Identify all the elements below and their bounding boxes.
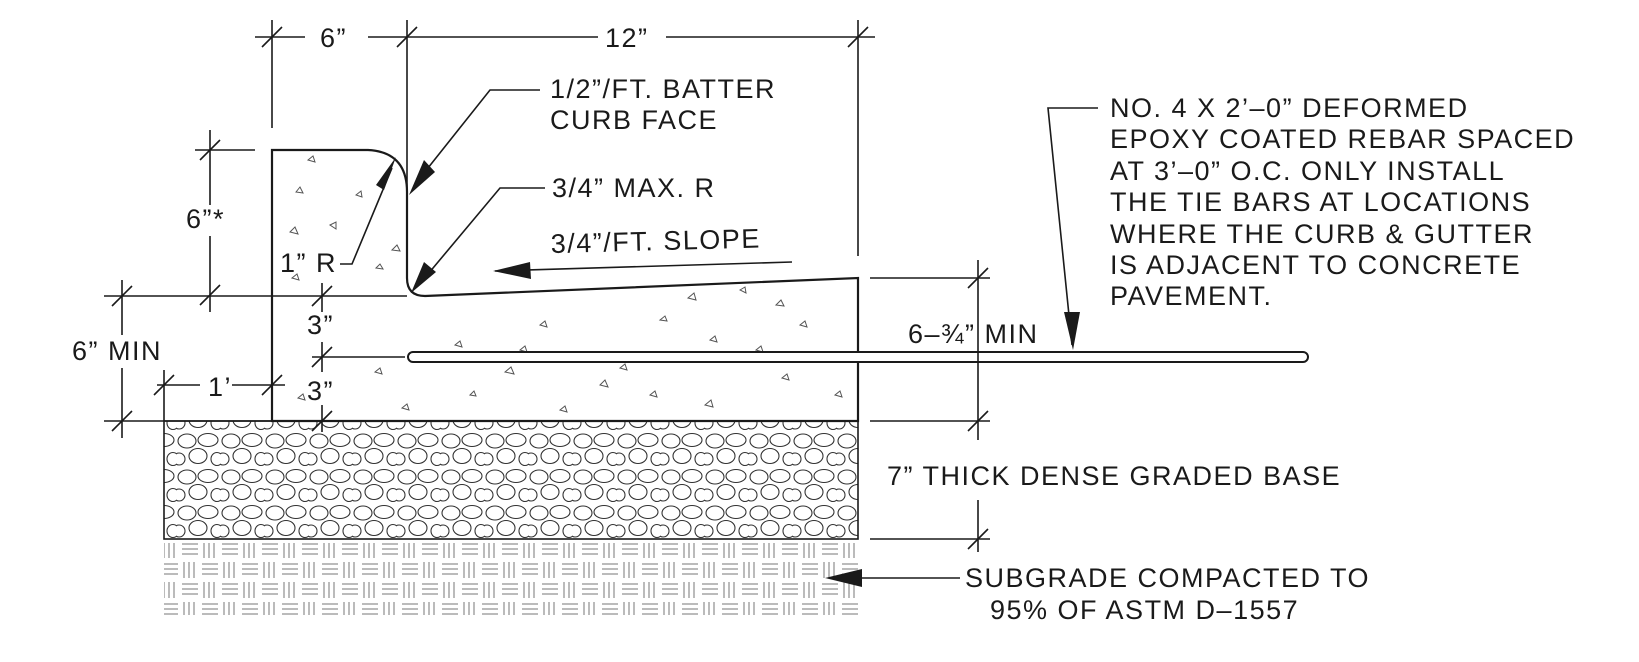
rebar-note-line: EPOXY COATED REBAR SPACED	[1110, 124, 1575, 154]
batter-note-line2: CURB FACE	[550, 105, 718, 135]
batter-note-line1: 1/2”/FT. BATTER	[550, 74, 776, 104]
dim-6in-min: 6” MIN	[72, 336, 162, 366]
dim-1ft: 1’	[208, 372, 232, 402]
tie-bar-rebar	[407, 351, 1309, 363]
rebar-note-line: THE TIE BARS AT LOCATIONS	[1110, 187, 1531, 217]
gutter-thickness-dim: 6–¾” MIN	[908, 319, 1039, 349]
dim-6in-top: 6”	[320, 23, 347, 53]
rebar-note-line: PAVEMENT.	[1110, 281, 1273, 311]
dim-12in-top: 12”	[605, 23, 649, 53]
rebar-note-line: AT 3’–0” O.C. ONLY INSTALL	[1110, 156, 1505, 186]
rebar-note-line: WHERE THE CURB & GUTTER	[1110, 219, 1534, 249]
curb-gutter-outline	[270, 148, 860, 423]
curb-height-dim: 6”*	[186, 204, 225, 234]
base-label: 7” THICK DENSE GRADED BASE	[887, 461, 1341, 491]
rebar-note-line: IS ADJACENT TO CONCRETE	[1110, 250, 1521, 280]
dim-3in-upper: 3”	[307, 310, 334, 340]
dimension-lines	[104, 20, 1098, 579]
dim-3in-lower: 3”	[307, 376, 334, 406]
annotations: 6” 12” 1/2”/FT. BATTER CURB FACE 3/4” MA…	[72, 23, 1575, 625]
radius-1in-label: 1” R	[280, 248, 337, 278]
subgrade-label-line2: 95% OF ASTM D–1557	[990, 595, 1299, 625]
subgrade-label-line1: SUBGRADE COMPACTED TO	[965, 563, 1370, 593]
max-radius-note: 3/4” MAX. R	[552, 173, 716, 203]
subgrade	[164, 543, 858, 615]
rebar-note-line: NO. 4 X 2’–0” DEFORMED	[1110, 93, 1469, 123]
arrowheads	[376, 157, 1080, 587]
slope-note: 3/4”/FT. SLOPE	[550, 224, 761, 259]
dense-graded-base	[163, 420, 859, 540]
